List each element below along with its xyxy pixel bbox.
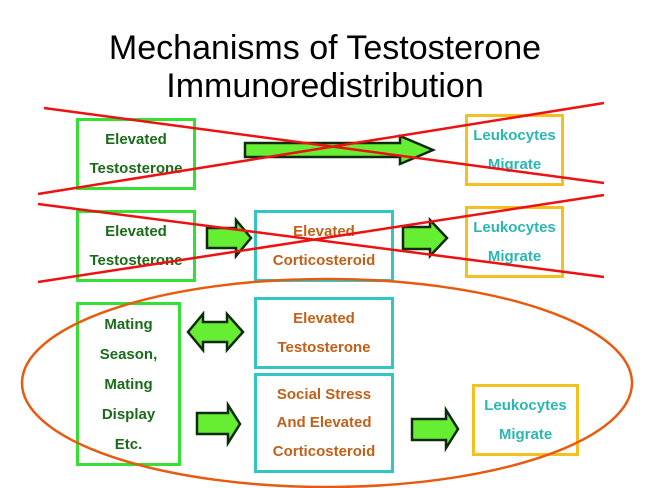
box-text: Mating (104, 315, 153, 333)
title-line-2: Immunoredistribution (166, 67, 484, 105)
row2-elevated-testosterone-box: Elevated Testosterone (76, 210, 196, 282)
row2-cross-line-b (37, 193, 605, 284)
box-text: And Elevated (276, 414, 372, 432)
row3-double-arrow-icon (186, 310, 245, 354)
row3-arrow-1-icon (195, 400, 242, 448)
row2-cross-line-a (37, 202, 605, 279)
box-text: Corticosteroid (272, 443, 376, 461)
box-text: Mating (104, 375, 153, 393)
row3-social-stress-box: Social Stress And Elevated Corticosteroi… (254, 373, 394, 473)
box-text: Leukocytes (484, 397, 567, 414)
row3-arrow-2-icon (410, 405, 460, 453)
box-text: Season, (99, 345, 158, 363)
box-text: Leukocytes (473, 219, 556, 236)
box-text: Elevated (105, 223, 167, 240)
box-text: Corticosteroid (272, 252, 376, 269)
box-text: Leukocytes (473, 127, 556, 144)
row3-elevated-testosterone-box: Elevated Testosterone (254, 297, 394, 369)
box-text: Migrate (487, 248, 542, 265)
box-text: Social Stress (276, 385, 372, 403)
row3-leukocytes-migrate-box: Leukocytes Migrate (472, 384, 579, 456)
box-text: Migrate (498, 426, 553, 443)
row1-cross-line-b (37, 101, 605, 196)
box-text: Elevated (293, 310, 355, 327)
box-text: Display (101, 405, 156, 423)
title-line-1: Mechanisms of Testosterone (108, 29, 542, 67)
box-text: Etc. (114, 435, 143, 453)
box-text: Elevated (105, 131, 167, 148)
row1-cross-line-a (43, 106, 605, 185)
row1-arrow-right-icon (243, 134, 437, 166)
highlight-ellipse (20, 277, 634, 488)
row2-arrow-2-icon (401, 216, 449, 260)
box-text: Testosterone (277, 339, 371, 356)
box-text: Testosterone (89, 252, 183, 269)
box-text: Testosterone (89, 160, 183, 177)
